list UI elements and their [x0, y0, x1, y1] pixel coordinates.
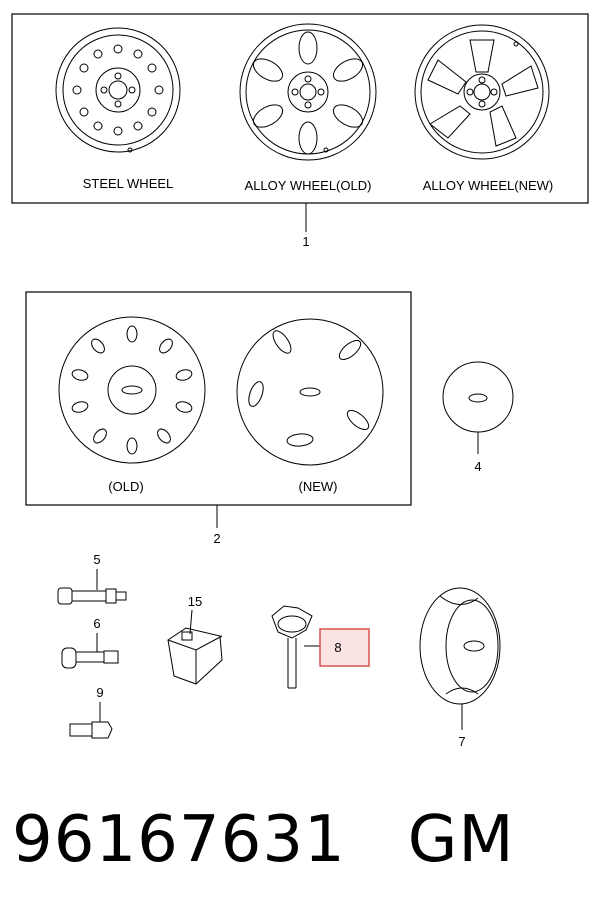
steel-wheel[interactable] — [55, 27, 181, 153]
alloy-wheel-old[interactable] — [239, 23, 377, 161]
callout-1: 1 — [302, 234, 309, 249]
wheel-bolt[interactable] — [69, 702, 113, 739]
wheel-covers-group: (OLD) (NEW) — [25, 291, 412, 506]
callout-8-highlight[interactable] — [319, 628, 370, 667]
callout-8: 8 — [334, 640, 341, 655]
wheel-cover-new-label: (NEW) — [299, 479, 338, 494]
callout-2: 2 — [213, 531, 220, 546]
tire-valve[interactable] — [57, 569, 127, 605]
wheel-cover-new[interactable] — [236, 318, 384, 466]
center-cap[interactable] — [442, 361, 514, 454]
callout-6: 6 — [93, 616, 100, 631]
callout-7: 7 — [458, 734, 465, 749]
valve-stem[interactable] — [61, 633, 119, 669]
alloy-wheel-new[interactable] — [414, 24, 550, 160]
alloy-wheel-new-label: ALLOY WHEEL(NEW) — [423, 178, 554, 193]
steel-wheel-label: STEEL WHEEL — [83, 176, 174, 191]
tpms-valve-sensor[interactable] — [271, 605, 320, 689]
wheel-cover-old[interactable] — [58, 316, 206, 464]
part-number-footer: 96167631 GM — [12, 800, 592, 880]
callout-5: 5 — [93, 552, 100, 567]
callout-4: 4 — [474, 459, 481, 474]
hub-cap[interactable] — [419, 587, 501, 730]
callout-9: 9 — [96, 685, 103, 700]
part-number: 96167631 — [12, 803, 346, 877]
wheels-group: STEEL WHEEL ALLOY WHEEL(OLD) — [11, 13, 589, 204]
callout-15: 15 — [188, 594, 202, 609]
brand-label: GM — [407, 803, 515, 877]
wheel-cover-old-label: (OLD) — [108, 479, 143, 494]
alloy-wheel-old-label: ALLOY WHEEL(OLD) — [245, 178, 372, 193]
parts-diagram: STEEL WHEEL ALLOY WHEEL(OLD) — [11, 13, 589, 749]
pressure-sensor-bracket[interactable] — [167, 609, 223, 685]
